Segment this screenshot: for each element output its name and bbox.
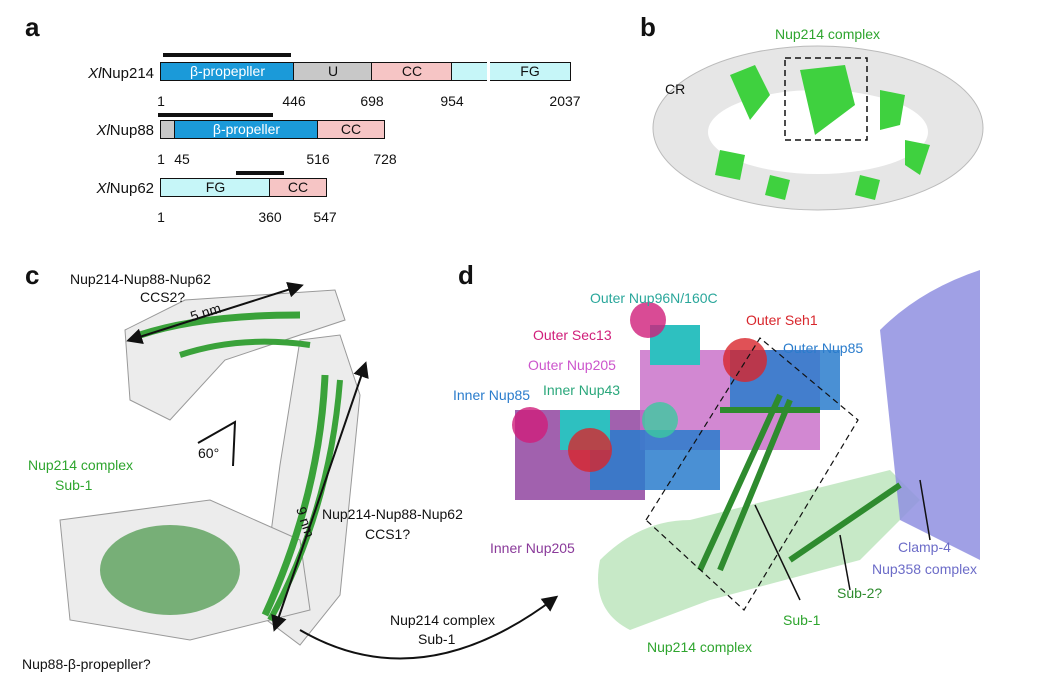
label-outer-nup96: Outer Nup96N/160C xyxy=(590,290,718,306)
label-inner-nup43: Inner Nup43 xyxy=(543,382,621,398)
label-sub1-d: Sub-1 xyxy=(783,612,821,628)
label-outer-nup85: Outer Nup85 xyxy=(783,340,864,356)
structure-model xyxy=(512,270,980,630)
label-arrow-sub1: Sub-1 xyxy=(418,631,456,647)
protein-name-nup214: XlNup214 xyxy=(4,66,154,81)
domain-propeller: β-propepller xyxy=(160,62,295,81)
label-cr: CR xyxy=(665,81,686,97)
label-nup214-complex: Nup214 complex xyxy=(775,26,881,42)
label-sub2: Sub-2? xyxy=(837,585,883,601)
label-ccs1: Nup214-Nup88-Nup62 xyxy=(322,506,463,522)
protein-name-nup88: XlNup88 xyxy=(4,123,154,138)
species-prefix: Xl xyxy=(96,180,110,197)
cryo-em-ring-map xyxy=(652,45,984,211)
label-sub1-complex: Nup214 complex xyxy=(28,457,134,473)
protein-name-nup62: XlNup62 xyxy=(4,181,154,196)
label-nup214-d: Nup214 complex xyxy=(647,639,753,655)
domain-u: U xyxy=(293,62,373,81)
label-inner-nup85: Inner Nup85 xyxy=(453,387,531,403)
residue-tick: 360 xyxy=(258,209,282,225)
protein-name: Nup88 xyxy=(109,122,154,139)
label-ccs2-q: CCS2? xyxy=(140,289,186,305)
nup214-density xyxy=(715,65,930,200)
residue-tick: 954 xyxy=(440,93,464,109)
label-clamp4: Clamp-4 xyxy=(898,539,951,555)
protein-name: Nup62 xyxy=(109,180,154,197)
residue-tick: 728 xyxy=(373,151,397,167)
panel-label-c: c xyxy=(25,260,40,290)
label-sub1: Sub-1 xyxy=(55,477,93,493)
construct-bar xyxy=(163,53,291,57)
panel-label-d: d xyxy=(458,260,474,290)
domain-propeller: β-propeller xyxy=(174,120,319,139)
domain-cc: CC xyxy=(371,62,453,81)
panel-label-a: a xyxy=(25,12,40,42)
residue-tick: 698 xyxy=(360,93,384,109)
species-prefix: Xl xyxy=(96,122,110,139)
residue-tick: 547 xyxy=(313,209,337,225)
residue-tick: 446 xyxy=(282,93,306,109)
ccs-density-map xyxy=(59,282,559,660)
domain-cc: CC xyxy=(269,178,327,197)
protein-name: Nup214 xyxy=(101,65,154,82)
domain-fg-start xyxy=(451,62,487,81)
species-prefix: Xl xyxy=(88,65,102,82)
domain-fg: FG xyxy=(160,178,271,197)
label-inner-nup205: Inner Nup205 xyxy=(490,540,575,556)
label-ccs2: Nup214-Nup88-Nup62 xyxy=(70,271,211,287)
residue-tick: 1 xyxy=(157,209,165,225)
residue-tick: 1 xyxy=(157,93,165,109)
label-arrow-complex: Nup214 complex xyxy=(390,612,496,628)
label-outer-sec13: Outer Sec13 xyxy=(533,327,612,343)
label-ccs1-q: CCS1? xyxy=(365,526,411,542)
label-angle: 60° xyxy=(198,445,220,461)
label-outer-nup205: Outer Nup205 xyxy=(528,357,616,373)
panel-label-b: b xyxy=(640,12,656,42)
label-nup358: Nup358 complex xyxy=(872,561,978,577)
residue-tick: 45 xyxy=(174,151,190,167)
construct-bar xyxy=(236,171,284,175)
residue-tick: 516 xyxy=(306,151,330,167)
residue-tick: 2037 xyxy=(549,93,581,109)
domain-cc: CC xyxy=(317,120,385,139)
label-propeller: Nup88-β-propepller? xyxy=(22,656,151,672)
dashed-box xyxy=(784,57,868,141)
label-outer-seh1: Outer Seh1 xyxy=(746,312,818,328)
construct-bar xyxy=(158,113,273,117)
residue-tick: 1 xyxy=(157,151,165,167)
domain-fg: FG xyxy=(490,62,571,81)
